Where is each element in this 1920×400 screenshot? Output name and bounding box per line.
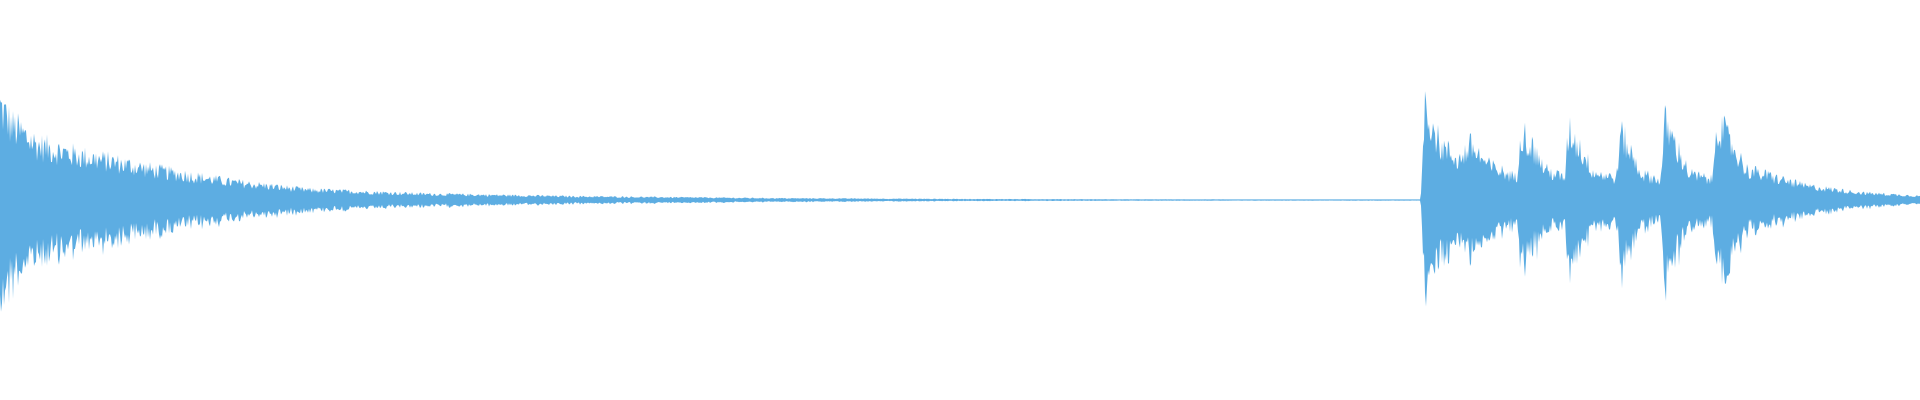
waveform-trace xyxy=(0,91,1920,312)
